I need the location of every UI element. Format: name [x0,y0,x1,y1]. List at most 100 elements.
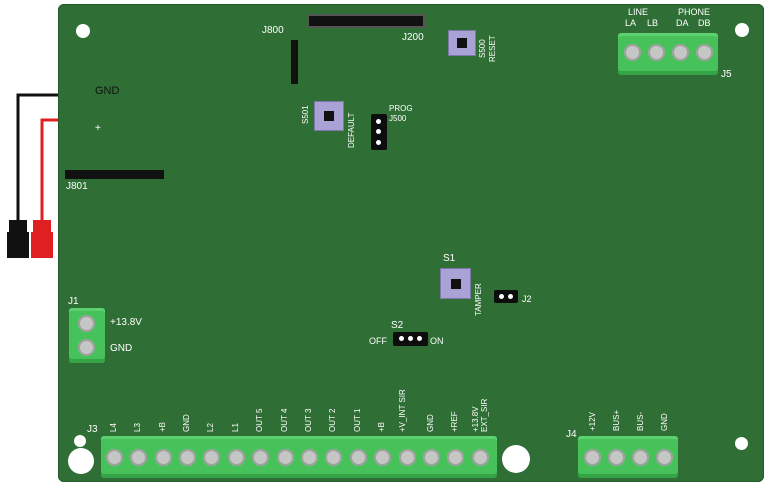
j4-pin-label-2: BUS+ [612,409,621,431]
j3-screw-5[interactable] [203,449,220,466]
j3-pin-label-9: OUT 3 [304,408,313,432]
power-lead-gnd-label: GND [95,85,120,97]
j1-terminal-block [69,308,105,363]
j1-pin-label-gnd: GND [110,343,133,354]
j3-screw-14[interactable] [423,449,440,466]
power-lead-plus-label: + [95,123,101,134]
j5-pin-label-lb: LB [647,18,659,28]
s500-button-core [457,38,467,48]
j800-connector [291,40,298,84]
j2-jumper-header[interactable] [494,290,518,303]
j3-pin-label-1: L4 [109,423,118,432]
j4-pin-label-4: GND [660,413,669,431]
j5-pin-label-db: DB [698,18,711,28]
gnd-plug [9,220,27,234]
s2-label: S2 [391,320,404,331]
j3-screw-3[interactable] [155,449,172,466]
j3-pin-label-16: +13.8V EXT_SIR [471,398,489,432]
j4-screw-3[interactable] [632,449,649,466]
s501-function-label: DEFAULT [347,112,356,148]
j5-screw-da[interactable] [672,44,689,61]
j200-connector [307,14,425,28]
j4-pin-label-3: BUS- [636,411,645,431]
mounting-hole-top-right [735,23,749,37]
prog-label: PROG [389,104,413,113]
j801-label: J801 [66,181,88,192]
j3-label: J3 [87,424,98,435]
j3-pin-label-6: L1 [231,423,240,432]
mounting-hole-bottom-right [735,437,748,450]
j4-label: J4 [566,429,577,440]
j3-screw-11[interactable] [350,449,367,466]
j3-screw-4[interactable] [179,449,196,466]
j500-label: J500 [389,114,407,123]
s2-switch[interactable] [393,332,428,346]
j3-pin-label-2: L3 [133,423,142,432]
mounting-hole-top-left [76,24,90,38]
j801-connector [65,170,164,179]
j4-screw-2[interactable] [608,449,625,466]
j3-screw-6[interactable] [228,449,245,466]
s2-off-label: OFF [369,336,387,346]
j3-pin-label-4: GND [182,414,191,432]
j5-screw-la[interactable] [624,44,641,61]
j5-group-phone-label: PHONE [678,7,711,17]
s501-button-core [324,111,334,121]
j800-label: J800 [262,25,284,36]
j3-pin-label-15: +REF [450,411,459,432]
j3-screw-16[interactable] [472,449,489,466]
j3-pin-label-5: L2 [206,423,215,432]
j500-jumper-header[interactable] [371,114,387,150]
j3-screw-2[interactable] [130,449,147,466]
j3-screw-15[interactable] [447,449,464,466]
s501-default-button[interactable] [314,101,344,131]
s2-on-label: ON [430,336,444,346]
j1-pin-label-plus: +13.8V [110,317,142,328]
j5-screw-db[interactable] [696,44,713,61]
j3-screw-13[interactable] [399,449,416,466]
j5-group-line-label: LINE [628,7,649,17]
s500-function-label: RESET [488,35,497,62]
j3-pin-label-13: +V_INT SIR [398,389,407,432]
s500-label: S500 [478,39,487,58]
j2-label: J2 [522,294,532,304]
j5-terminal-block [618,33,718,75]
j5-pin-label-la: LA [625,18,637,28]
j1-screw-plus[interactable] [78,315,95,332]
j3-pin-label-8: OUT 4 [280,408,289,432]
j3-pin-label-11: OUT 1 [353,408,362,432]
j3-pin-label-12: +B [377,421,386,432]
j3-screw-8[interactable] [277,449,294,466]
s501-label: S501 [301,105,310,124]
j5-pin-label-da: DA [676,18,689,28]
j4-pin-label-1: +12V [588,412,597,431]
j3-screw-7[interactable] [252,449,269,466]
j3-screw-1[interactable] [106,449,123,466]
j4-screw-4[interactable] [656,449,673,466]
j3-screw-12[interactable] [374,449,391,466]
s1-function-label: TAMPER [474,283,483,316]
s1-button-core [450,278,461,289]
j5-label: J5 [721,69,732,80]
j3-pin-label-7: OUT 5 [255,408,264,432]
j4-terminal-block [578,436,678,478]
s1-tamper-button[interactable] [440,268,471,299]
j3-terminal-block [101,436,497,478]
mounting-hole-bottom-left-small [74,435,86,447]
mounting-hole-bottom-middle [502,445,530,473]
pcb-board [58,4,764,482]
s500-reset-button[interactable] [448,30,476,56]
j4-screw-1[interactable] [584,449,601,466]
j5-screw-lb[interactable] [648,44,665,61]
j3-pin-label-3: +B [158,421,167,432]
j3-pin-label-14: GND [426,414,435,432]
j1-label: J1 [68,296,79,307]
j3-screw-9[interactable] [301,449,318,466]
mounting-hole-bottom-left [68,448,94,474]
j3-pin-label-10: OUT 2 [328,408,337,432]
s1-label: S1 [443,253,456,264]
plus-plug [33,220,51,234]
j200-label: J200 [402,32,424,43]
j1-screw-gnd[interactable] [78,339,95,356]
j3-screw-10[interactable] [325,449,342,466]
